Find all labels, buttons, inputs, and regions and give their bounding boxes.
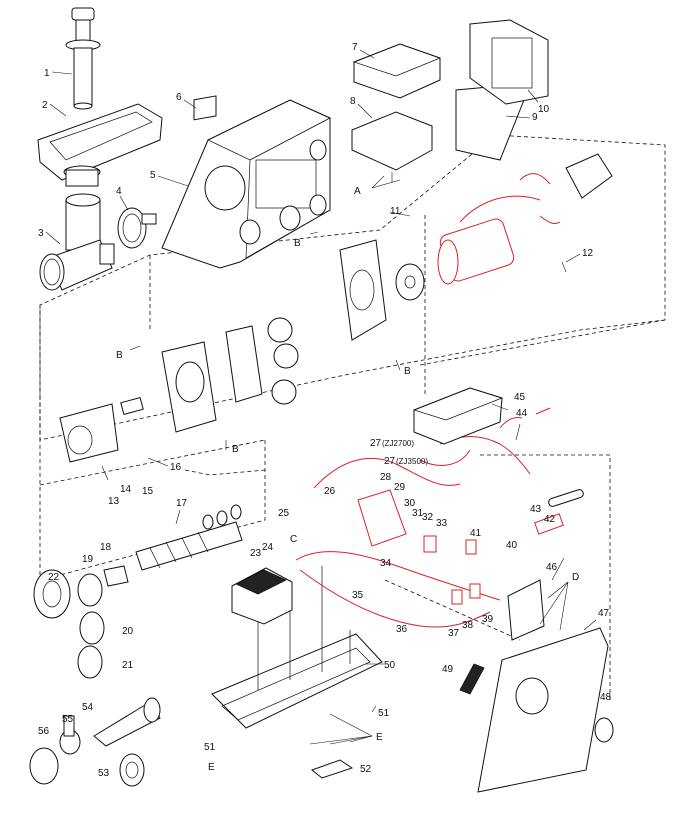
callout-31: 31 <box>412 508 424 519</box>
callout-27a: 27 <box>370 438 382 449</box>
screw-group-b-left: B <box>116 350 123 361</box>
callout-45: 45 <box>514 392 526 403</box>
screws <box>101 172 567 481</box>
callout-42: 42 <box>544 514 556 525</box>
callout-16: 16 <box>170 462 182 473</box>
callout-14: 14 <box>120 484 132 495</box>
motor-assembly-part <box>395 153 613 301</box>
adapter-ring-part <box>117 207 157 249</box>
callout-55: 55 <box>62 714 74 725</box>
callout-11: 11 <box>390 206 401 217</box>
callout-4: 4 <box>116 186 122 197</box>
callout-51b: 51 <box>204 742 216 753</box>
callout-8: 8 <box>350 96 356 107</box>
screw-group-b-bottom: B <box>232 444 239 455</box>
side-cover-part <box>459 627 614 793</box>
callout-26: 26 <box>324 486 336 497</box>
callout-54: 54 <box>82 702 94 713</box>
pusher-part <box>65 7 101 110</box>
capacitor-part <box>231 567 293 625</box>
callout-2: 2 <box>42 100 48 111</box>
screw-group-b-top: B <box>294 238 301 249</box>
callout-39: 39 <box>482 614 494 625</box>
callout-9: 9 <box>532 112 538 123</box>
callout-18: 18 <box>100 542 112 553</box>
callout-56: 56 <box>38 726 50 737</box>
callout-28: 28 <box>380 472 392 483</box>
callout-34: 34 <box>380 558 392 569</box>
callout-27b-note: (ZJ3500) <box>396 457 428 466</box>
callout-48: 48 <box>600 692 612 703</box>
screw-group-e-left: E <box>208 762 215 773</box>
callout-6: 6 <box>176 92 182 103</box>
callout-12: 12 <box>582 248 594 259</box>
screw-group-a: A <box>354 186 361 197</box>
callout-29: 29 <box>394 482 406 493</box>
screw-group-c: C <box>290 534 297 545</box>
label-plate-part <box>193 95 217 121</box>
callout-47: 47 <box>598 608 610 619</box>
callout-5: 5 <box>150 170 156 181</box>
callout-10: 10 <box>538 104 550 115</box>
callout-25: 25 <box>278 508 290 519</box>
callout-52: 52 <box>360 764 372 775</box>
gear-housing-part <box>59 341 217 463</box>
upper-covers-part <box>351 19 549 171</box>
callout-7: 7 <box>352 42 358 53</box>
callout-37: 37 <box>448 628 460 639</box>
screw-group-b-right: B <box>404 366 411 377</box>
callout-27b: 27 <box>384 456 396 467</box>
callout-32: 32 <box>422 512 434 523</box>
callout-38: 38 <box>462 620 474 631</box>
callout-15: 15 <box>142 486 154 497</box>
sausage-attachments-part <box>29 697 161 787</box>
cord-bushing-part <box>548 489 584 507</box>
callout-3: 3 <box>38 228 44 239</box>
callout-13: 13 <box>108 496 120 507</box>
callout-35: 35 <box>352 590 364 601</box>
callout-1: 1 <box>44 68 50 79</box>
switch-housing-part <box>412 387 504 445</box>
screw-group-d: D <box>572 572 579 583</box>
callout-17: 17 <box>176 498 188 509</box>
callout-53: 53 <box>98 768 110 779</box>
worm-assembly-part <box>33 504 243 679</box>
base-part <box>211 566 383 729</box>
screw-group-e-right: E <box>376 732 383 743</box>
foot-pad-part <box>310 759 354 779</box>
callout-20: 20 <box>122 626 134 637</box>
wiring-harness <box>295 407 564 628</box>
callout-numbers: 1 2 3 4 5 6 7 8 9 10 11 12 13 14 15 16 1… <box>38 42 612 779</box>
callout-51a: 51 <box>378 708 390 719</box>
callout-33: 33 <box>436 518 448 529</box>
callout-19: 19 <box>82 554 94 565</box>
callout-36: 36 <box>396 624 408 635</box>
callout-40: 40 <box>506 540 518 551</box>
leader-lines <box>45 49 597 745</box>
callout-41: 41 <box>470 528 482 539</box>
callout-44: 44 <box>516 408 528 419</box>
callout-50: 50 <box>384 660 396 671</box>
housing-cover-part <box>161 99 331 269</box>
screw-group-letters: A B B B B C D E E <box>116 186 579 773</box>
callout-27a-note: (ZJ2700) <box>382 439 414 448</box>
gearbox-frame-part <box>225 239 387 405</box>
callout-30: 30 <box>404 498 416 509</box>
callout-22: 22 <box>48 572 60 583</box>
cover-bracket-part <box>507 579 545 641</box>
callout-21: 21 <box>122 660 134 671</box>
callout-46: 46 <box>546 562 558 573</box>
callout-49: 49 <box>442 664 454 675</box>
callout-43: 43 <box>530 504 542 515</box>
callout-24: 24 <box>262 542 274 553</box>
grinder-head-part <box>39 193 115 291</box>
callout-23: 23 <box>250 548 262 559</box>
tray-part <box>37 103 163 187</box>
